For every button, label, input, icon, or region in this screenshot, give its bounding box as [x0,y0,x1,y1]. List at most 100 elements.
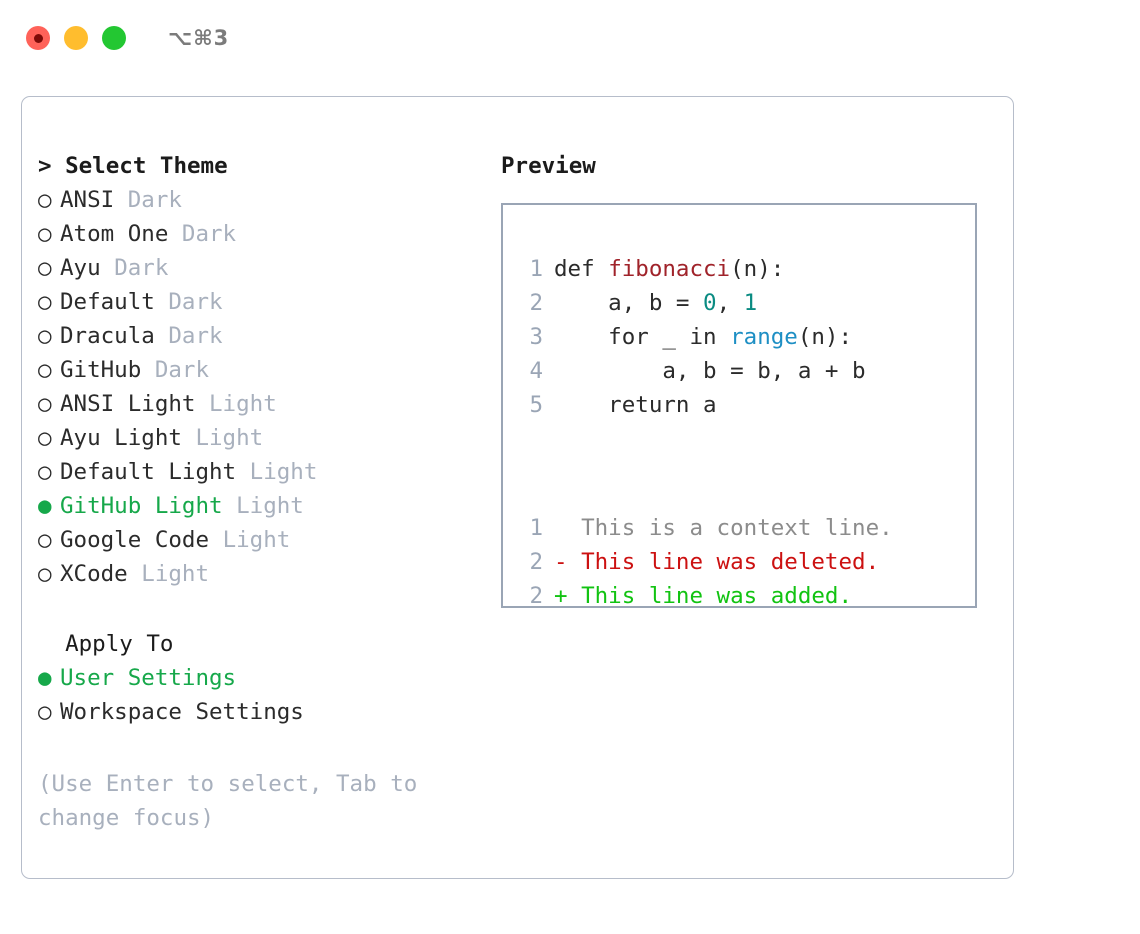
line-number: 3 [529,324,543,350]
radio-unselected-icon: ○ [38,459,52,485]
theme-option-ansi-light[interactable]: ○ANSI Light Light [38,387,478,421]
radio-unselected-icon: ○ [38,561,52,587]
theme-option-xcode[interactable]: ○XCode Light [38,557,478,591]
theme-option-dracula[interactable]: ○Dracula Dark [38,319,478,353]
theme-option-category: Dark [181,221,237,247]
apply-to-option-label: Workspace Settings [60,699,304,725]
theme-option-label: Ayu [60,255,101,281]
line-number: 4 [529,358,543,384]
radio-unselected-icon: ○ [38,187,52,213]
diff-sample: 1 This is a context line.2- This line wa… [517,511,967,613]
code-line: 2 a, b = 0, 1 [517,286,967,320]
code-token-kw: for _ in [554,324,731,350]
theme-option-label: GitHub [60,357,142,383]
theme-option-ansi[interactable]: ○ANSI Dark [38,183,478,217]
keyboard-shortcut-label: ⌥⌘3 [168,26,230,50]
diff-line-del: 2- This line was deleted. [517,545,967,579]
diff-sign: + [554,583,568,609]
radio-unselected-icon: ○ [38,221,52,247]
theme-option-category: Dark [168,323,223,349]
theme-option-github[interactable]: ○ GitHub Dark [38,353,478,387]
radio-unselected-icon: ○ [38,527,52,553]
diff-sign: - [554,549,568,575]
close-window-button[interactable] [26,26,50,50]
theme-option-ayu-light[interactable]: ○ Ayu Light Light [38,421,478,455]
code-token-plain: a, b = [554,290,704,316]
code-token-num: 0 [703,290,717,316]
apply-to-option-workspace-settings[interactable]: ○ Workspace Settings [38,695,478,729]
theme-option-category: Dark [114,255,169,281]
theme-option-default[interactable]: ○Default Dark [38,285,478,319]
radio-unselected-icon: ○ [38,255,52,281]
theme-option-category: Dark [168,289,223,315]
diff-text: This line was added. [581,583,853,609]
apply-to-section: Apply To ●User Settings ○ Workspace Settin… [38,627,478,729]
diff-sign [554,515,568,541]
code-line: 3 for _ in range(n): [517,320,967,354]
close-icon [33,33,43,43]
minimize-window-button[interactable] [64,26,88,50]
main-panel: > Select Theme ○ANSI Dark○Atom One Dark○… [21,96,1014,879]
diff-line-ctx: 1 This is a context line. [517,511,967,545]
apply-to-option-user-settings[interactable]: ●User Settings [38,661,478,695]
keyboard-hint: (Use Enter to select, Tab to change focu… [38,771,431,831]
radio-unselected-icon: ○ [38,425,52,451]
diff-line-number: 1 [529,515,543,541]
theme-option-label: GitHub Light [60,493,223,519]
code-token-kw: def [554,256,609,282]
diff-line-number: 2 [529,549,543,575]
theme-option-category: Light [249,459,318,485]
window-controls [26,26,126,50]
code-line: 4 a, b = b, a + b [517,354,967,388]
apply-to-list: ●User Settings ○ Workspace Settings [38,661,478,729]
select-theme-heading-label: Select Theme [65,153,228,179]
theme-option-category: Dark [127,187,182,213]
code-token-plain: (n): [730,256,785,282]
theme-option-github-light[interactable]: ● GitHub Light Light [38,489,478,523]
preview-heading: Preview [501,153,596,179]
radio-selected-icon: ● [38,665,52,691]
radio-unselected-icon: ○ [38,323,52,349]
radio-unselected-icon: ○ [38,699,52,725]
code-token-plain: a, b = b, a + b [554,358,866,384]
code-line: 5 return a [517,388,967,422]
theme-option-category: Dark [154,357,210,383]
line-number: 5 [529,392,543,418]
theme-option-default-light[interactable]: ○ Default Light Light [38,455,478,489]
code-line: 1 def fibonacci(n): [517,252,967,286]
diff-text: This line was deleted. [581,549,880,575]
line-number: 1 [529,256,543,282]
theme-list: ○ANSI Dark○Atom One Dark○Ayu Dark○Defaul… [38,183,478,591]
theme-option-label: Atom One [60,221,169,247]
radio-selected-icon: ● [38,493,52,519]
code-token-plain: , [716,290,744,316]
diff-text: This is a context line. [581,515,893,541]
apply-to-heading-label: Apply To [65,631,174,657]
theme-option-label: Default Light [60,459,237,485]
theme-option-category: Light [195,425,264,451]
code-token-fn: fibonacci [608,256,731,282]
theme-option-label: Google Code [60,527,210,553]
radio-unselected-icon: ○ [38,391,52,417]
title-bar: ⌥⌘3 [0,0,1140,76]
theme-option-ayu[interactable]: ○ Ayu Dark [38,251,478,285]
theme-option-category: Light [236,493,304,519]
theme-option-atom-one[interactable]: ○ Atom One Dark [38,217,478,251]
prompt-marker-icon: > [38,153,52,179]
theme-option-label: Default [60,289,155,315]
line-number: 2 [529,290,543,316]
code-token-call: range [730,324,798,350]
theme-selector-column: > Select Theme ○ANSI Dark○Atom One Dark○… [38,149,478,835]
maximize-window-button[interactable] [102,26,126,50]
theme-option-google-code[interactable]: ○ Google Code Light [38,523,478,557]
apply-to-heading: Apply To [38,627,478,661]
code-token-num: 1 [743,290,758,316]
theme-option-category: Light [222,527,291,553]
code-token-kw: return a [554,392,717,418]
radio-unselected-icon: ○ [38,357,52,383]
theme-option-label: Ayu Light [60,425,182,451]
code-token-plain: (n): [797,324,853,350]
